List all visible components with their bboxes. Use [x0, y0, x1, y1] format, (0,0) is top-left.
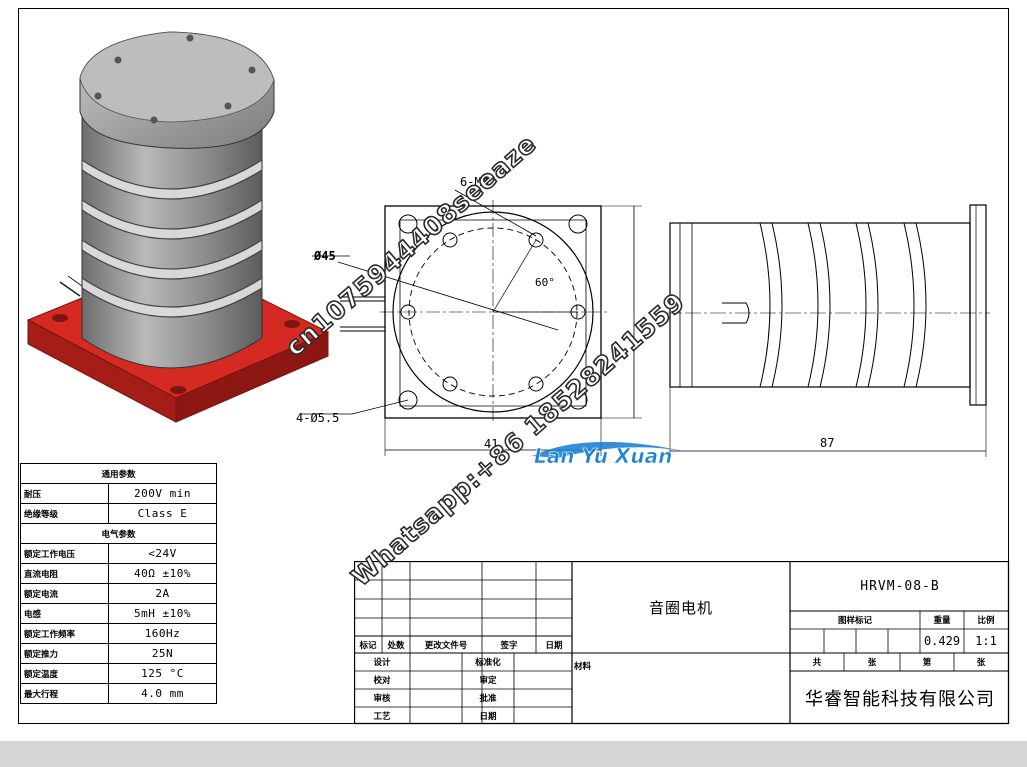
row-value: 25N — [108, 643, 217, 664]
sheet-unit-label: 张 — [976, 658, 986, 668]
row-value: <24V — [108, 543, 217, 564]
sheet-mark-label: 图样标记 — [837, 616, 872, 626]
rev-header-doc-no: 更改文件号 — [424, 640, 468, 651]
signoff-date: 日期 — [479, 711, 497, 722]
row-label: 额定工作频率 — [20, 623, 109, 644]
row-value: 160Hz — [108, 623, 217, 644]
side-body-outline — [669, 222, 971, 388]
dim-angle: 60° — [535, 276, 555, 289]
title-block-grid — [354, 561, 1010, 725]
rev-header-count: 处数 — [387, 640, 405, 651]
row-value: 40Ω ±10% — [108, 563, 217, 584]
row-value: 5mH ±10% — [108, 603, 217, 624]
signoff-design: 设计 — [373, 658, 391, 668]
dim-width: 41 — [484, 437, 498, 451]
signoff-proof: 校对 — [373, 676, 391, 686]
row-label: 耐压 — [20, 483, 109, 504]
dim-thread-holes: 6-M4 — [460, 175, 489, 189]
side-view-drawing: 87 — [660, 204, 990, 457]
row-value: 4.0 mm — [108, 683, 217, 704]
bottom-gray-bar — [0, 741, 1027, 767]
row-value: Class E — [108, 503, 217, 524]
motor-3d-render — [26, 31, 330, 423]
signoff-standard: 标准化 — [475, 658, 501, 668]
front-view-drawing: 6-M4 Ø45 4-Ø5.5 41 60° — [296, 175, 642, 456]
sheet-unit-label: 张 — [867, 658, 877, 668]
dim-length: 87 — [820, 436, 834, 450]
product-name: 音圈电机 — [648, 598, 713, 617]
dim-mount-holes: 4-Ø5.5 — [296, 411, 339, 425]
weight-value: 0.429 — [923, 634, 961, 648]
rev-header-mark: 标记 — [359, 640, 377, 651]
row-label: 额定温度 — [20, 663, 109, 684]
section-title: 通用参数 — [20, 463, 217, 484]
row-label: 最大行程 — [20, 683, 109, 704]
signoff-approve: 批准 — [479, 694, 497, 704]
sheet-page-label: 第 — [922, 658, 932, 668]
rev-header-date: 日期 — [545, 640, 563, 651]
weight-label: 重量 — [933, 616, 951, 626]
scale-label: 比例 — [977, 616, 995, 626]
watermark-logo: Lan Yu Xuan — [528, 436, 698, 470]
row-value: 125 °C — [108, 663, 217, 684]
row-label: 直流电阻 — [20, 563, 109, 584]
signoff-review: 审定 — [479, 676, 497, 686]
row-value: 2A — [108, 583, 217, 604]
row-label: 电感 — [20, 603, 109, 624]
signoff-check: 审核 — [373, 694, 391, 704]
section-title: 电气参数 — [20, 523, 217, 544]
rev-header-sign: 签字 — [500, 640, 518, 651]
watermark-logo-text: Lan Yu Xuan — [534, 444, 673, 469]
company-name: 华睿智能科技有限公司 — [805, 688, 995, 710]
row-value: 200V min — [108, 483, 217, 504]
table-row: 额定工作电压<24V — [20, 543, 217, 564]
row-label: 额定工作电压 — [20, 543, 109, 564]
row-label: 绝缘等级 — [20, 503, 109, 524]
dim-diameter: Ø45 — [313, 249, 336, 263]
scale-value: 1:1 — [975, 634, 997, 648]
model-number: HRVM-08-B — [860, 578, 940, 594]
sheet-total-label: 共 — [812, 658, 822, 668]
row-label: 额定推力 — [20, 643, 109, 664]
signoff-process: 工艺 — [373, 711, 391, 722]
row-label: 额定电流 — [20, 583, 109, 604]
material-label: 材料 — [574, 662, 592, 672]
